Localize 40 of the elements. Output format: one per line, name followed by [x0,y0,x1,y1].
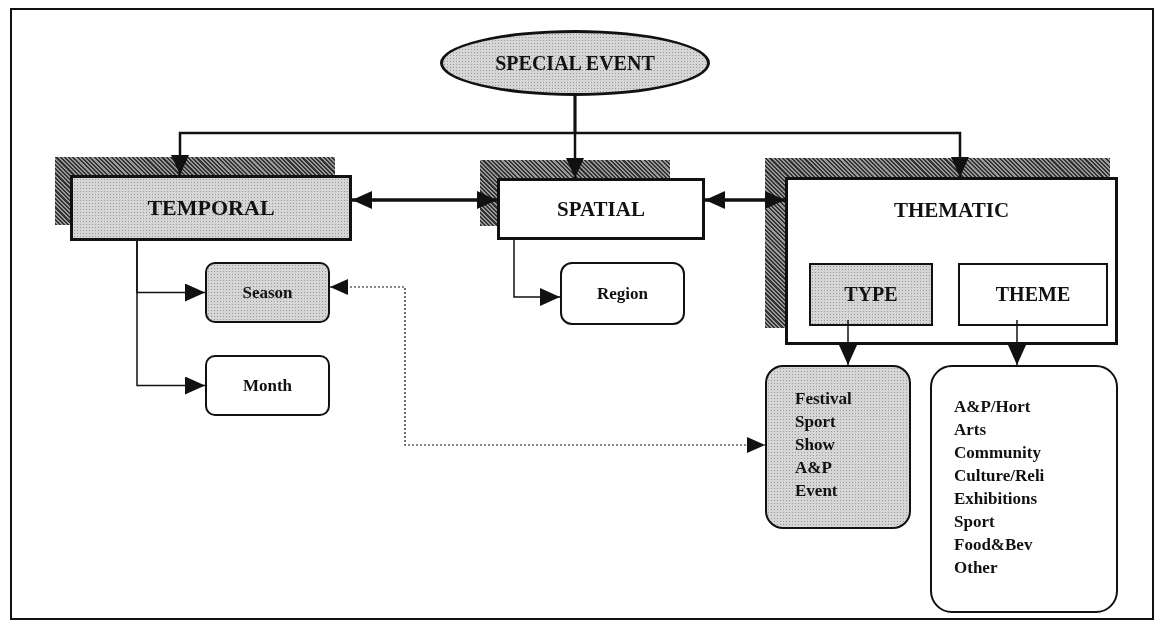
arrow [573,96,969,177]
node-label: TEMPORAL [147,195,275,221]
list-item: A&P/Hort [954,396,1031,418]
arrow [705,191,785,209]
list-item: Show [795,434,835,456]
arrow [839,319,857,366]
node-label: TYPE [844,283,898,306]
node-label: Month [242,375,293,396]
list-item: Sport [954,511,995,533]
list-item: Sport [795,411,836,433]
category-box [70,175,352,241]
list-item: Arts [954,419,987,441]
arrow [1008,319,1026,366]
node-label: SPECIAL EVENT [495,51,655,75]
rounded-box [205,355,330,416]
node-label: Season [242,282,293,303]
list-item: Food&Bev [954,534,1033,556]
list-item: Exhibitions [954,488,1038,510]
arrow [513,239,561,306]
list-item: Festival [795,388,852,410]
sub-box [809,263,933,326]
rounded-box [205,262,330,323]
sub-box [958,263,1108,326]
category-box [785,177,1118,345]
category-box [497,178,705,240]
node-label: SPATIAL [557,196,645,222]
node-label: THEMATIC [893,198,1010,223]
list-box [930,365,1118,613]
list-item: Other [954,557,998,579]
list-box [765,365,911,529]
arrow [352,191,497,209]
node-label: Region [597,283,648,304]
rounded-box [560,262,685,325]
arrow [136,240,206,395]
list-item: Event [795,480,838,502]
list-item: Community [954,442,1041,464]
list-item: A&P [795,457,832,479]
list-item: Culture/Reli [954,465,1045,487]
node-label: THEME [995,283,1071,306]
dotted-arrow [329,279,766,453]
